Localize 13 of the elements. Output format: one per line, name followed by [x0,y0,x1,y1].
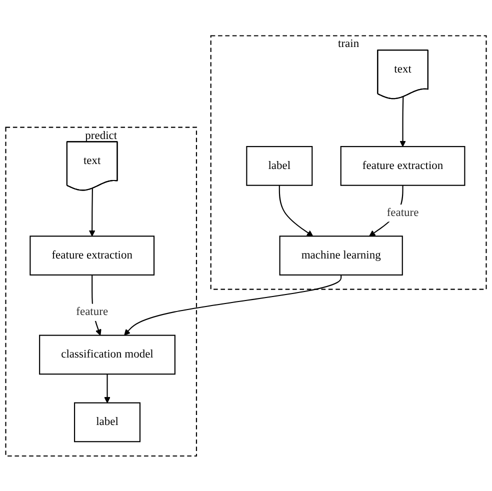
node-box: machine learning [279,235,403,276]
arrow [278,184,314,236]
edge-label: feature [386,206,419,219]
node-box: classification model [39,334,176,374]
arrow [124,274,342,336]
edge-label: feature [76,305,108,318]
arrow [104,374,110,403]
arrow [400,96,406,146]
node-box: feature extraction [30,235,155,276]
node-box: label [74,402,141,442]
node-box: feature extraction [340,146,466,186]
arrow [88,188,96,236]
node-box: label [246,146,313,186]
